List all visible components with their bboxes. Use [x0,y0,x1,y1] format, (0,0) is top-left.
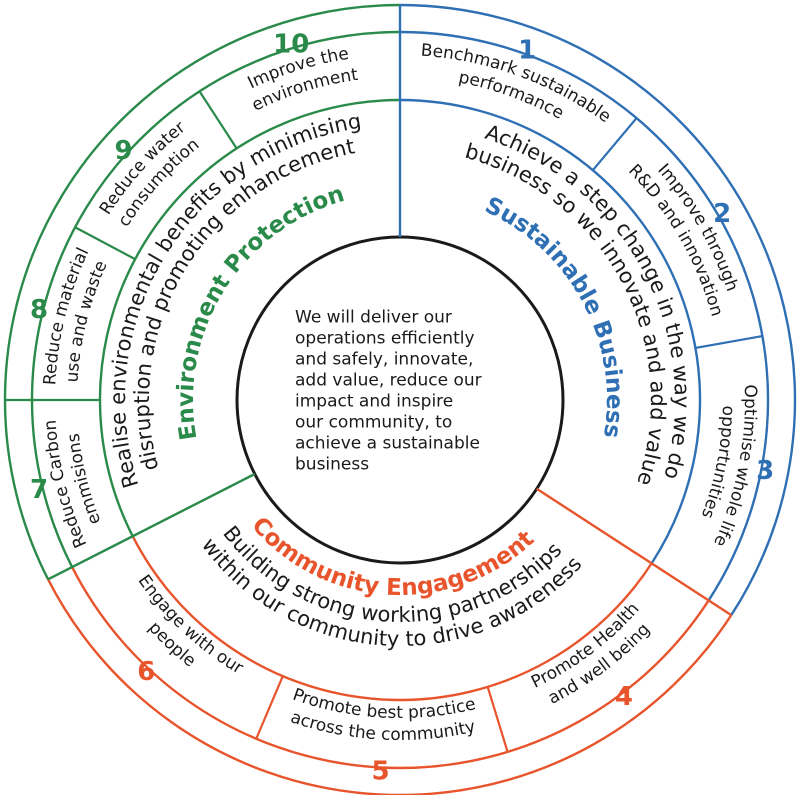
item-number-9: 9 [115,136,133,166]
item-divider-4 [255,675,284,740]
vision-line-6: our community, to [295,413,452,433]
sustainable-ring-arc-0 [399,3,797,616]
item-number-3: 3 [756,456,774,486]
item-divider-6 [74,226,136,261]
environment-ring-arc-1 [30,30,401,568]
divider-community-start [536,487,732,617]
segment-dividers [5,5,763,753]
sustainable-ring-arc-1 [399,30,770,602]
item-number-10: 10 [273,29,309,59]
vision-line-3: and safely, innovate, [295,350,473,370]
vision-line-5: impact and inspire [295,392,453,412]
divider-environment-start [47,472,256,581]
item-divider-7 [198,90,238,149]
item-divider-2 [695,335,763,349]
item-number-8: 8 [30,295,48,325]
community-ring-arc-2 [131,535,653,702]
community-ring-arc-0 [46,578,733,795]
wheel-arcs [3,3,797,795]
vision-line-1: We will deliver our [295,308,452,328]
item-number-2: 2 [713,199,731,229]
sustainable-ring-arc-2 [399,98,702,565]
vision-line-2: operations efficiently [295,329,475,349]
item-number-5: 5 [371,756,389,786]
item-divider-3 [486,686,509,753]
item-number-4: 4 [615,682,633,712]
item-number-1: 1 [518,35,536,65]
environment-ring-arc-0 [3,3,401,580]
item-number-7: 7 [30,475,48,505]
vision-line-4: add value, reduce our [295,371,482,391]
vision-line-8: business [295,455,369,475]
vision-line-7: achieve a sustainable [295,434,480,454]
item-divider-1 [591,117,638,171]
environment-ring-arc-2 [98,98,401,537]
community-ring-arc-1 [71,566,710,770]
item-number-6: 6 [137,657,155,687]
